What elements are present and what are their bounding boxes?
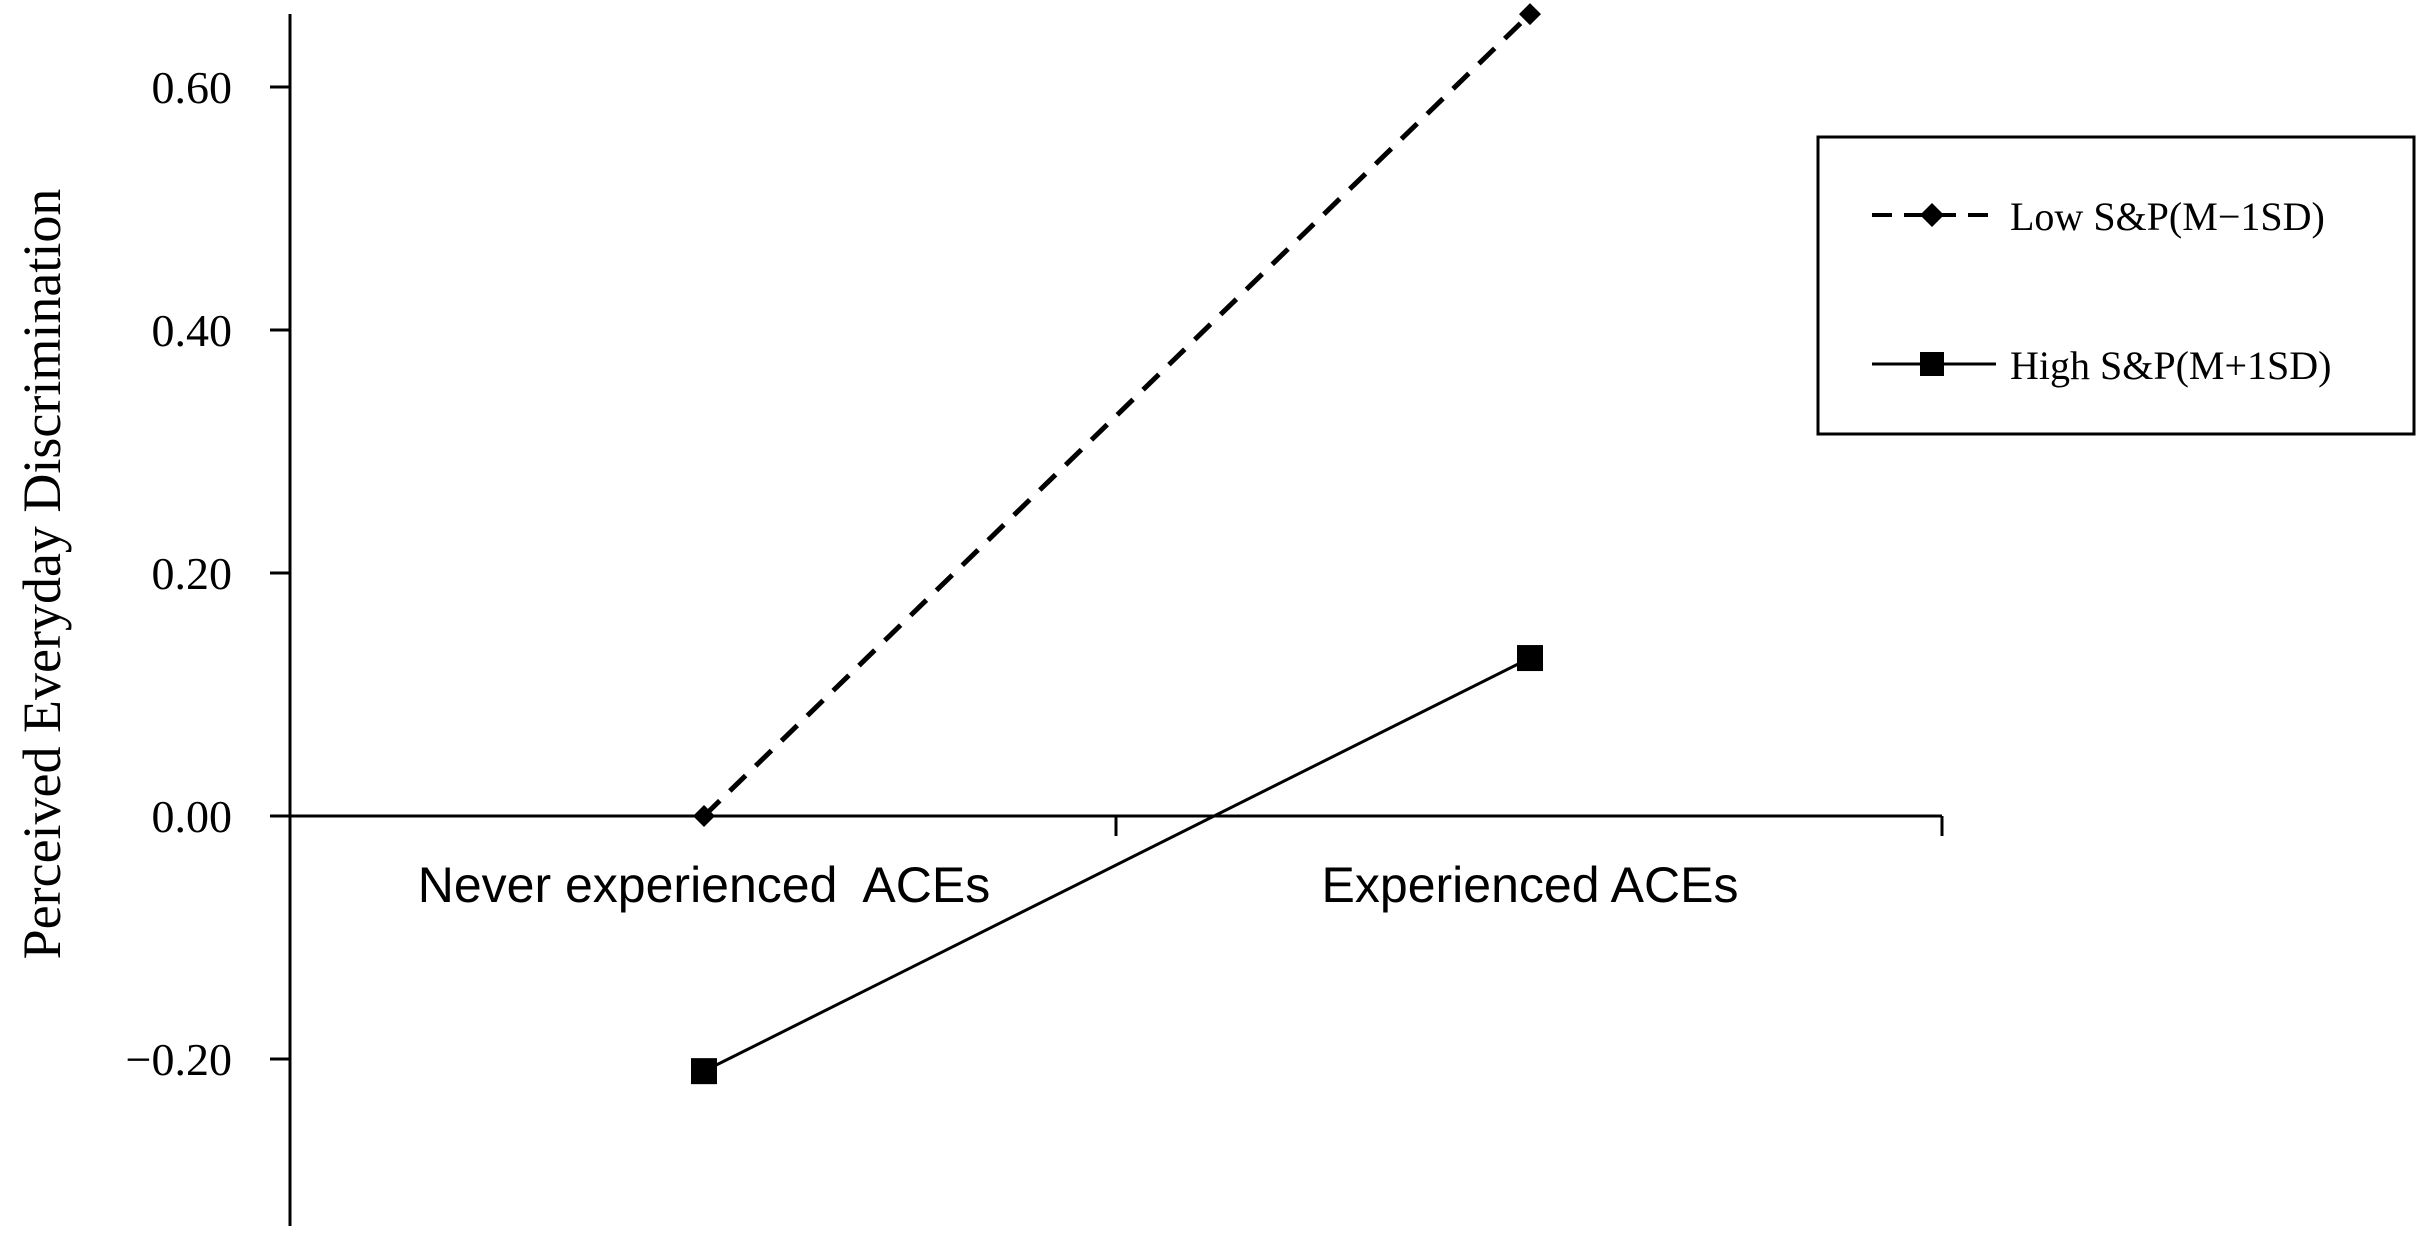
- legend-label-high: High S&P(M+1SD): [2010, 343, 2332, 388]
- series-layer: [691, 3, 1543, 1085]
- legend-marker-high: [1920, 352, 1944, 376]
- legend-marker-low: [1920, 203, 1944, 227]
- x-tick-label-experienced: Experienced ACEs: [1322, 857, 1739, 913]
- series-0-point-0: [693, 805, 715, 827]
- series-line-0: [702, 12, 1532, 818]
- series-0-point-1: [1519, 3, 1541, 26]
- y-axis-ticks: 0.60 0.40 0.20 0.00 −0.20: [126, 62, 290, 1085]
- y-tick-label: −0.20: [126, 1034, 232, 1085]
- y-tick-label: 0.60: [152, 62, 233, 113]
- y-tick-label: 0.20: [152, 548, 233, 599]
- y-tick-label: 0.40: [152, 305, 233, 356]
- y-tick-label: 0.00: [152, 791, 233, 842]
- legend-box: [1816, 135, 2416, 436]
- series-line-1: [703, 656, 1531, 1073]
- x-tick-label-never: Never experienced ACEs: [418, 857, 991, 913]
- legend: Low S&P(M−1SD) High S&P(M+1SD): [1816, 135, 2416, 436]
- legend-label-low: Low S&P(M−1SD): [2010, 194, 2325, 239]
- series-1-point-1: [1517, 645, 1543, 672]
- y-axis-title: Perceived Everyday Discrimination: [12, 189, 72, 960]
- series-1-point-0: [691, 1058, 717, 1085]
